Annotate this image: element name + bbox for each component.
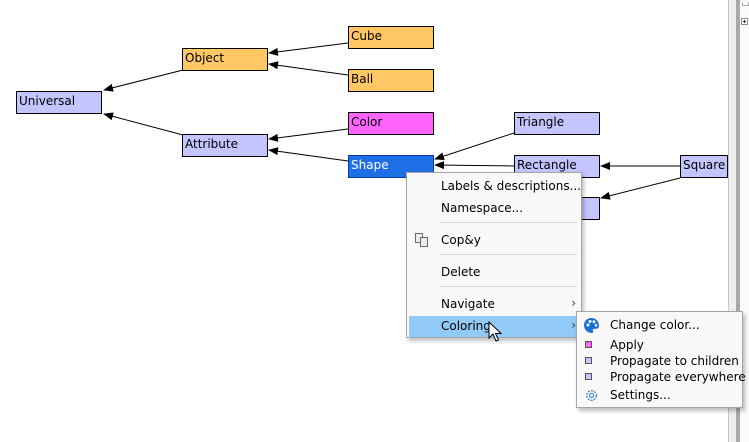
menu-item-label: Coloring [441,319,491,333]
menu-separator [440,222,577,223]
vertical-scrollbar-thumb[interactable] [736,0,740,442]
color-swatch-icon [585,357,592,364]
node-attribute[interactable]: Attribute [182,134,268,157]
color-swatch-icon [585,341,592,348]
submenu-item-apply[interactable]: Apply [579,337,740,354]
menu-item-label: Cop&y [441,233,481,247]
submenu-item-propagate-children[interactable]: Propagate to children [579,353,740,370]
submenu-item-change-color[interactable]: Change color... [579,315,740,336]
menu-item-delete[interactable]: Delete [409,262,579,283]
node-cube[interactable]: Cube [348,26,434,49]
side-panel-strip [740,0,749,442]
menu-item-namespace[interactable]: Namespace... [409,198,579,219]
submenu-item-label: Apply [610,338,644,352]
edge-attribute-universal [103,112,184,136]
submenu-item-label: Change color... [610,318,700,332]
expand-icon[interactable] [741,18,748,25]
edge-color-attribute [268,128,349,142]
menu-item-label: Delete [441,265,481,279]
menu-item-label: Namespace... [441,201,524,215]
submenu-item-settings[interactable]: Settings... [579,387,740,404]
coloring-submenu: Change color... Apply Propagate to child… [576,311,746,408]
submenu-item-label: Propagate everywhere [610,370,746,384]
menu-item-navigate[interactable]: Navigate › [409,294,579,315]
edge-cube-object [268,42,349,56]
menu-separator [440,286,577,287]
node-triangle[interactable]: Triangle [514,112,600,135]
menu-separator [440,254,577,255]
node-ball[interactable]: Ball [348,69,434,92]
menu-item-copy[interactable]: Cop&y [409,230,579,251]
menu-item-label: Navigate [441,297,495,311]
edge-shape-attribute [268,147,349,162]
color-swatch-icon [585,373,592,380]
gear-icon [586,390,597,401]
menu-item-label: Labels & descriptions... [441,179,582,193]
vertical-scrollbar-track[interactable] [728,0,739,442]
node-object[interactable]: Object [182,48,268,71]
edge-object-universal [103,69,184,92]
context-menu: Labels & descriptions... Namespace... Co… [406,172,582,338]
submenu-item-propagate-everywhere[interactable]: Propagate everywhere [579,369,746,386]
submenu-item-label: Propagate to children [610,354,739,368]
edge-rectangle-shape [434,161,515,170]
chevron-right-icon: › [571,296,576,310]
tree-connector [742,2,749,6]
edge-square-hidden [600,177,681,200]
palette-icon [584,318,599,333]
menu-item-labels-descriptions[interactable]: Labels & descriptions... [409,176,582,197]
edge-ball-object [268,61,349,76]
edge-triangle-shape [434,132,515,160]
copy-icon [414,233,430,247]
node-color[interactable]: Color [348,112,434,135]
node-square[interactable]: Square [680,155,728,178]
node-universal[interactable]: Universal [16,91,102,114]
submenu-item-label: Settings... [610,388,671,402]
mouse-cursor-icon [488,321,502,342]
chevron-right-icon: › [571,318,576,332]
